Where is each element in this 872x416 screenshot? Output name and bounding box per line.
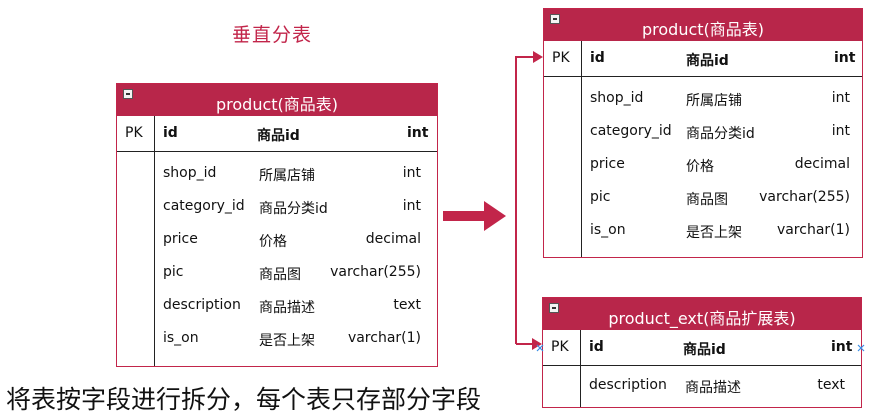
field-name: price xyxy=(590,156,625,172)
column-divider xyxy=(580,330,581,407)
table-title: product_ext(商品扩展表) xyxy=(608,309,796,328)
table-header: product_ext(商品扩展表) xyxy=(543,298,861,330)
field-type: decimal xyxy=(365,231,421,247)
field-name: description xyxy=(163,297,241,313)
pk-column-comment: 商品id xyxy=(686,53,729,69)
field-type: int xyxy=(402,165,421,181)
table-product-vertical: product(商品表) PK id 商品id int shop_id 所属店铺 i… xyxy=(543,8,863,258)
collapse-icon[interactable] xyxy=(123,89,133,99)
field-name: description xyxy=(589,377,667,393)
field-type: int xyxy=(831,123,850,139)
field-comment: 商品图 xyxy=(686,192,728,208)
field-name: shop_id xyxy=(163,165,217,181)
field-type: int xyxy=(831,90,850,106)
field-type: decimal xyxy=(794,156,850,172)
table-header: product(商品表) xyxy=(544,9,862,41)
field-type: varchar(255) xyxy=(759,189,850,205)
field-name: is_on xyxy=(590,222,626,238)
field-comment: 商品描述 xyxy=(259,300,315,316)
field-type: text xyxy=(817,377,845,393)
relation-connector xyxy=(515,56,533,345)
pk-column-type: int xyxy=(831,339,853,355)
field-type: varchar(1) xyxy=(776,222,850,238)
collapse-icon[interactable] xyxy=(549,303,559,313)
field-name: price xyxy=(163,231,198,247)
field-name: shop_id xyxy=(590,90,644,106)
column-divider xyxy=(154,116,155,366)
pk-column-comment: 商品id xyxy=(257,128,300,144)
pk-label: PK xyxy=(552,50,570,66)
diagram-caption: 将表按字段进行拆分，每个表只存部分字段 xyxy=(6,385,482,414)
field-comment: 价格 xyxy=(259,234,287,250)
connector-arrowhead-bottom xyxy=(532,338,542,350)
field-name: category_id xyxy=(590,123,672,139)
split-arrow-icon xyxy=(443,201,506,231)
table-header: product(商品表) xyxy=(117,84,437,116)
diagram-title: 垂直分表 xyxy=(232,24,313,46)
pk-column-name: id xyxy=(589,339,604,355)
field-comment: 是否上架 xyxy=(259,333,315,349)
field-type: text xyxy=(393,297,421,313)
selection-handle-icon xyxy=(536,344,865,352)
column-divider xyxy=(581,41,582,257)
pk-row: PK id 商品id int xyxy=(544,41,862,77)
field-type: varchar(255) xyxy=(330,264,421,280)
field-name: pic xyxy=(590,189,611,205)
connector-arrowhead-top xyxy=(533,51,543,63)
field-comment: 所属店铺 xyxy=(259,168,315,184)
collapse-icon[interactable] xyxy=(550,14,560,24)
field-name: is_on xyxy=(163,330,199,346)
table-product-ext: product_ext(商品扩展表) PK id 商品id int descri… xyxy=(542,297,862,408)
pk-label: PK xyxy=(125,125,143,141)
pk-column-name: id xyxy=(590,50,605,66)
pk-column-comment: 商品id xyxy=(683,342,726,358)
pk-label: PK xyxy=(551,339,569,355)
pk-row: PK id 商品id int xyxy=(543,330,861,366)
field-comment: 价格 xyxy=(686,159,714,175)
table-title: product(商品表) xyxy=(641,20,765,39)
field-name: category_id xyxy=(163,198,245,214)
pk-column-name: id xyxy=(163,125,178,141)
table-title: product(商品表) xyxy=(215,95,339,114)
field-comment: 商品图 xyxy=(259,267,301,283)
field-type: int xyxy=(402,198,421,214)
table-product-original: product(商品表) PK id 商品id int shop_id 所属店铺 i… xyxy=(116,83,438,367)
field-type: varchar(1) xyxy=(347,330,421,346)
pk-column-type: int xyxy=(834,50,856,66)
field-comment: 商品分类id xyxy=(686,126,755,142)
field-comment: 是否上架 xyxy=(686,225,742,241)
field-comment: 所属店铺 xyxy=(686,93,742,109)
field-name: pic xyxy=(163,264,184,280)
pk-row: PK id 商品id int xyxy=(117,116,437,152)
field-comment: 商品描述 xyxy=(685,380,741,396)
field-comment: 商品分类id xyxy=(259,201,328,217)
pk-column-type: int xyxy=(407,125,429,141)
